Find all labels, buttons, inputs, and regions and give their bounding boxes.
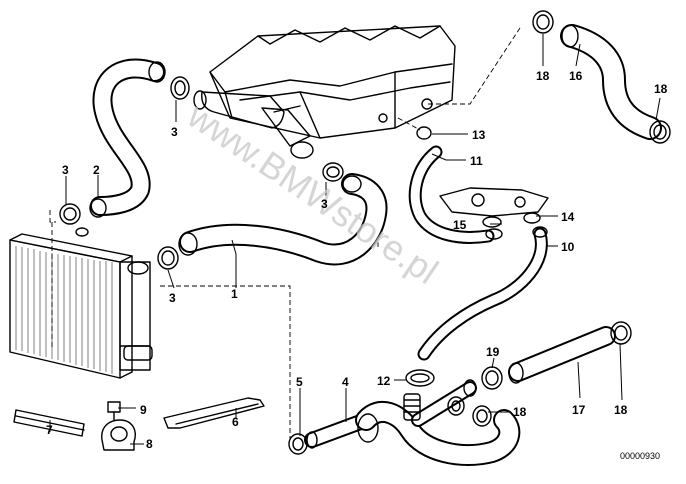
- callout-7: 7: [46, 423, 53, 437]
- lower-pipe-assembly: [355, 379, 521, 466]
- clamp-3-middle: [322, 162, 344, 182]
- callout-17: 17: [572, 403, 586, 417]
- callout-3-middle: 3: [321, 197, 328, 211]
- callout-3-top: 3: [171, 125, 178, 139]
- callout-18-bottom-right: 18: [614, 403, 628, 417]
- callout-6: 6: [232, 415, 239, 429]
- callout-13: 13: [472, 128, 486, 142]
- callout-9: 9: [140, 403, 147, 417]
- clamp-18-right-bottom: [610, 321, 632, 345]
- leader-lines: [49, 34, 661, 445]
- callout-11: 11: [470, 154, 483, 168]
- clamp-3-lower: [157, 246, 179, 270]
- watermark: www.BMWstore.pl: [180, 94, 446, 292]
- callout-5: 5: [296, 375, 303, 389]
- hose-1: [178, 173, 388, 266]
- clamp-12: [405, 369, 435, 387]
- connector-12: [403, 393, 421, 421]
- callout-14: 14: [561, 210, 575, 224]
- hose-17: [508, 326, 616, 384]
- clamp-near-18-lower: [447, 396, 465, 416]
- callout-8: 8: [146, 437, 153, 451]
- clamp-18-lower: [472, 405, 492, 427]
- clamp-3-left: [59, 203, 81, 225]
- clamp-15: [482, 216, 503, 240]
- callout-19: 19: [486, 345, 500, 359]
- clamp-14: [523, 212, 541, 224]
- assembly-lines: [49, 27, 521, 440]
- clamp-18-top: [532, 10, 554, 34]
- holder-8: [101, 419, 136, 451]
- callout-18-top: 18: [536, 69, 550, 83]
- hose-11: [408, 145, 495, 244]
- flange-plate: [439, 187, 549, 217]
- callout-3-left: 3: [62, 163, 69, 177]
- callout-numbers: 1 2 3 3 3 3 4 5 6 7 8 9 10 11 12 13 14 1…: [46, 69, 668, 451]
- callout-18-lower: 18: [513, 405, 527, 419]
- clamp-10-end: [532, 226, 548, 238]
- callout-4: 4: [342, 375, 349, 389]
- cylinder-head: [193, 25, 456, 159]
- clamp-5: [288, 433, 308, 455]
- callout-18-right: 18: [654, 82, 668, 96]
- clamp-13: [416, 126, 432, 140]
- callout-1: 1: [231, 287, 238, 301]
- clamp-3-top: [170, 76, 190, 100]
- hose-16: [560, 24, 662, 140]
- callout-12: 12: [377, 374, 391, 388]
- callout-10: 10: [561, 240, 575, 254]
- hose-clamps: [59, 10, 671, 455]
- callout-15: 15: [453, 218, 467, 232]
- clamp-19: [481, 366, 503, 390]
- hose-10: [417, 227, 548, 361]
- bolt-9: [107, 401, 121, 421]
- clamp-18-right-top: [649, 120, 671, 144]
- callout-3-lower: 3: [169, 291, 176, 305]
- callout-2: 2: [93, 163, 100, 177]
- callout-16: 16: [569, 69, 583, 83]
- hose-2: [89, 58, 166, 218]
- bracket-6: [163, 397, 265, 429]
- radiator: [9, 227, 153, 379]
- document-number: 00000930: [620, 451, 660, 461]
